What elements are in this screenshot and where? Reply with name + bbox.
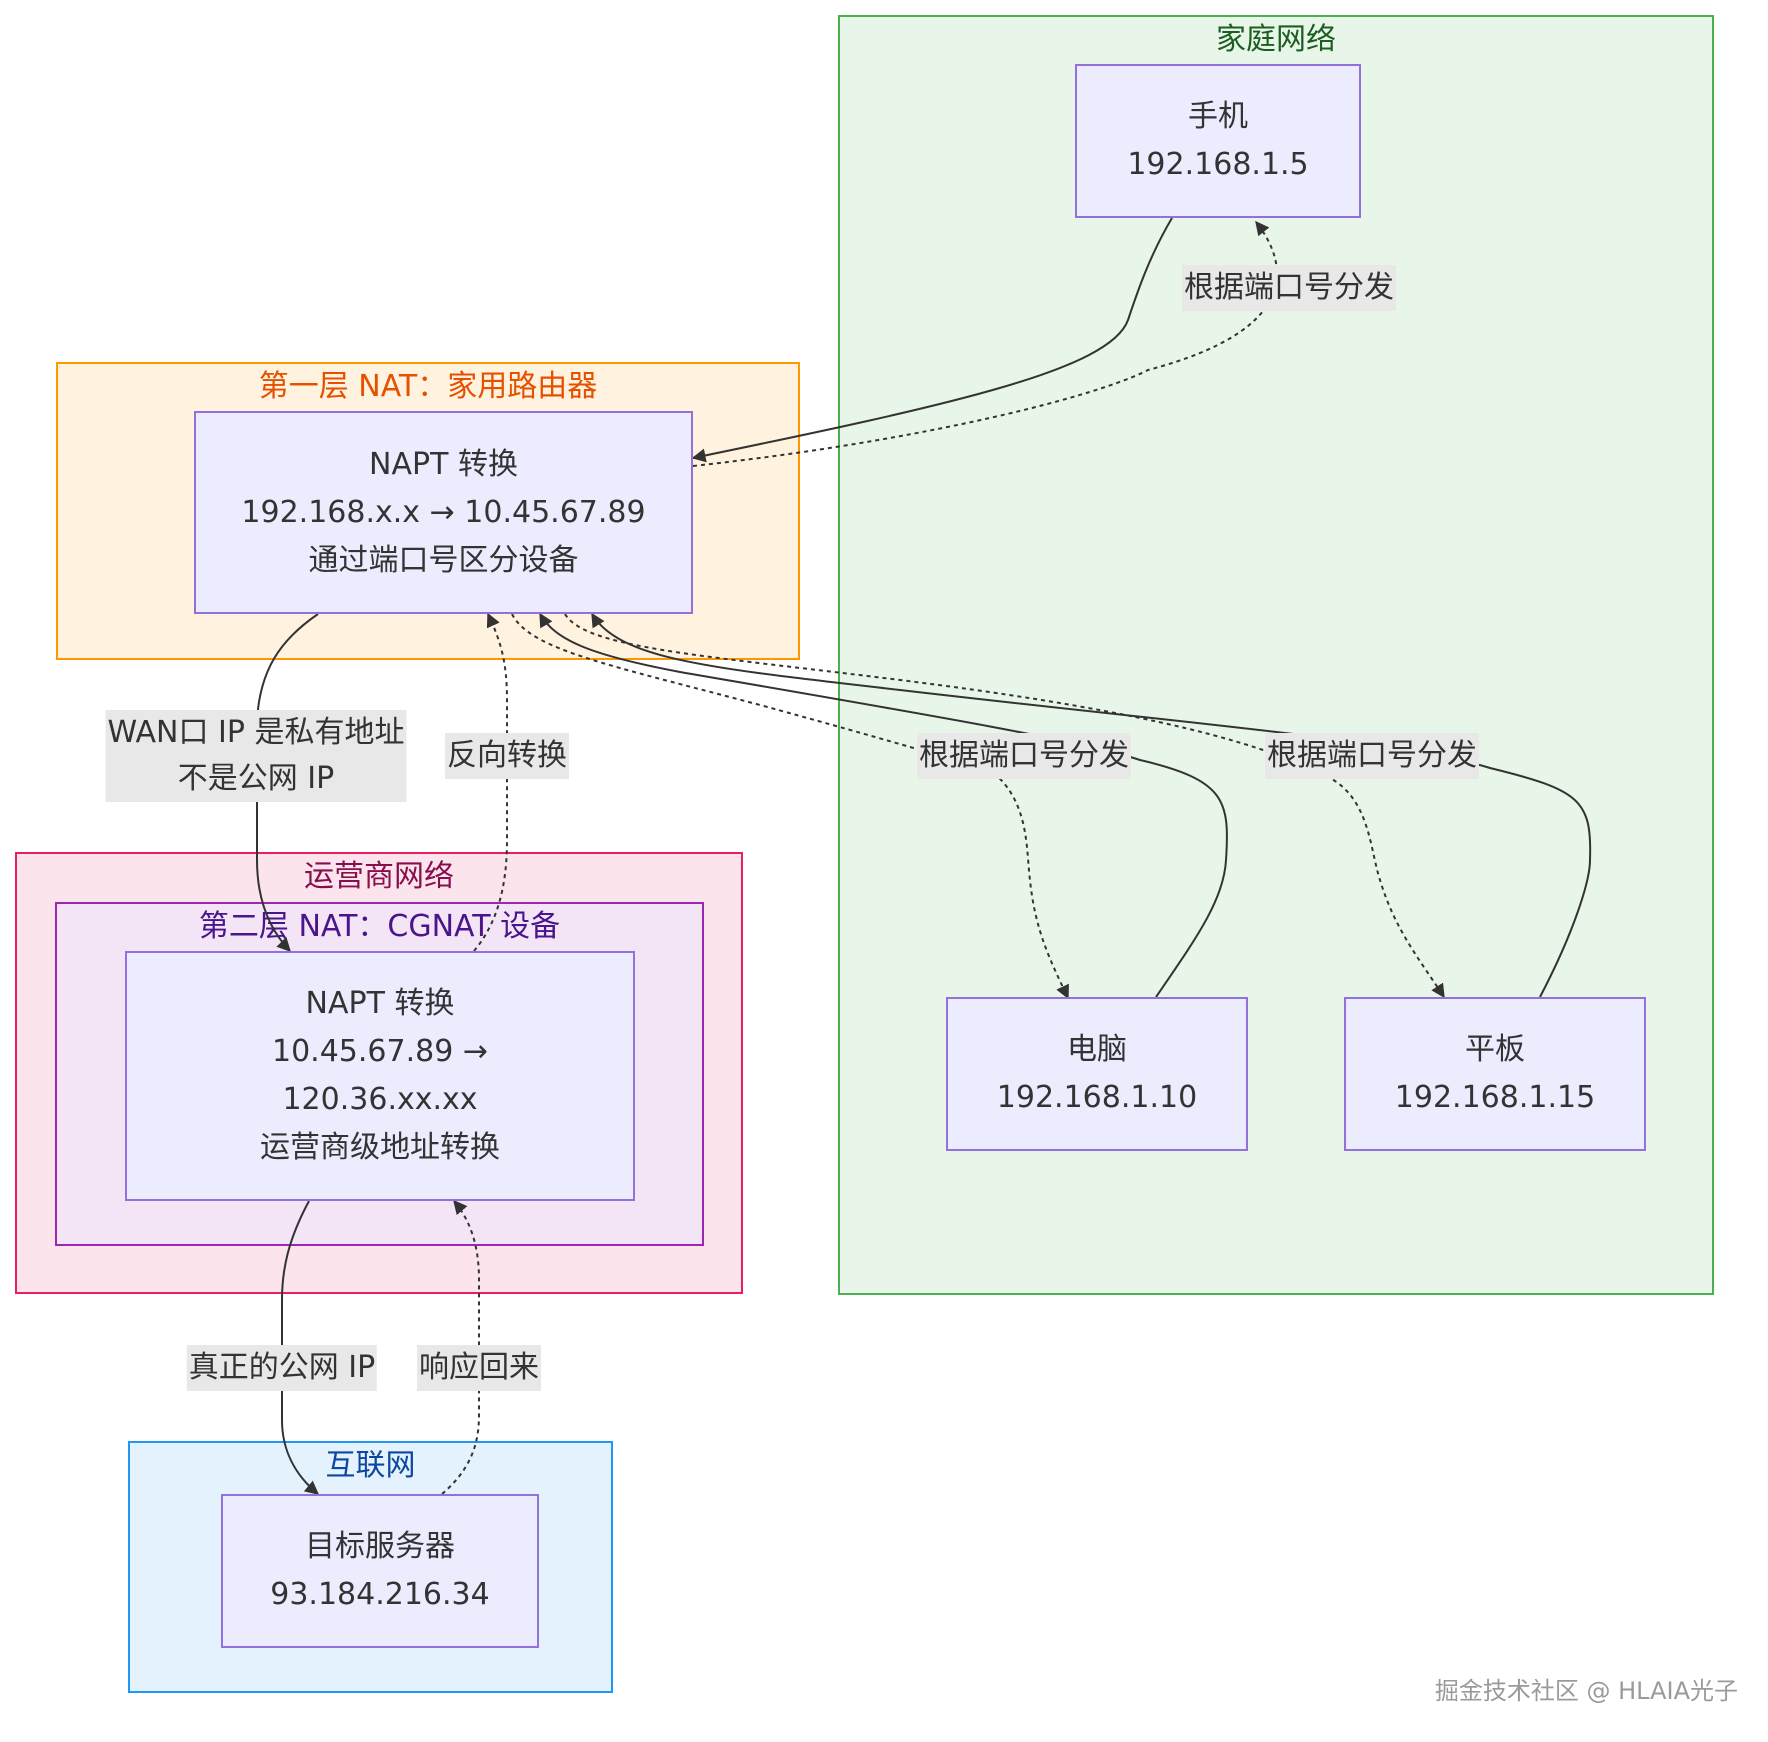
cluster-internet-title: 互联网 xyxy=(325,1448,416,1483)
node-tablet-name: 平板 xyxy=(1465,1032,1525,1067)
edge-pc-to-router xyxy=(539,612,1228,998)
edge-label-public-ip: 真正的公网 IP xyxy=(186,1345,378,1391)
edge-phone-to-router xyxy=(691,217,1173,463)
cluster-home-network-title: 家庭网络 xyxy=(1216,22,1336,57)
node-phone-name: 手机 xyxy=(1188,99,1248,134)
node-router-napt: NAPT 转换 192.168.x.x → 10.45.67.89 通过端口号区… xyxy=(194,411,693,614)
node-pc-name: 电脑 xyxy=(1067,1032,1127,1067)
edge-tablet-to-router xyxy=(591,612,1592,998)
edge-label-phone-dispatch: 根据端口号分发 xyxy=(1182,265,1396,311)
node-pc-ip: 192.168.1.10 xyxy=(996,1080,1198,1115)
edge-cgnat-to-server xyxy=(281,1200,320,1495)
edge-cgnat-to-router xyxy=(473,612,508,952)
watermark: 掘金技术社区 @ HLAIA光子 xyxy=(1434,1677,1738,1705)
edge-label-wan-line1: WAN口 IP 是私有地址 xyxy=(107,715,405,750)
edge-label-reverse: 反向转换 xyxy=(445,733,569,779)
node-cgnat-mapping-to: 120.36.xx.xx xyxy=(282,1082,478,1117)
edge-label-wan-private: WAN口 IP 是私有地址 不是公网 IP xyxy=(105,710,407,802)
edge-router-to-tablet xyxy=(564,613,1445,999)
node-server-name: 目标服务器 xyxy=(305,1529,455,1564)
edge-label-wan-line2: 不是公网 IP xyxy=(177,761,335,796)
edge-label-pc-dispatch: 根据端口号分发 xyxy=(917,733,1131,779)
node-pc: 电脑 192.168.1.10 xyxy=(946,997,1248,1151)
node-tablet-ip: 192.168.1.15 xyxy=(1394,1080,1596,1115)
node-phone-ip: 192.168.1.5 xyxy=(1127,147,1309,182)
node-cgnat-napt: NAPT 转换 10.45.67.89 → 120.36.xx.xx 运营商级地… xyxy=(125,951,635,1201)
node-target-server: 目标服务器 93.184.216.34 xyxy=(221,1494,539,1648)
cluster-nat-layer-1-title: 第一层 NAT：家用路由器 xyxy=(258,369,598,404)
cluster-nat-layer-2-title: 第二层 NAT：CGNAT 设备 xyxy=(198,909,561,944)
edge-router-to-pc xyxy=(511,613,1069,1000)
node-router-title: NAPT 转换 xyxy=(369,446,518,482)
node-cgnat-desc: 运营商级地址转换 xyxy=(260,1130,500,1165)
edge-router-to-phone xyxy=(692,220,1278,467)
node-router-mapping: 192.168.x.x → 10.45.67.89 xyxy=(241,494,646,530)
node-router-desc: 通过端口号区分设备 xyxy=(308,542,579,578)
node-phone: 手机 192.168.1.5 xyxy=(1075,64,1361,218)
node-cgnat-mapping-from: 10.45.67.89 → xyxy=(272,1034,488,1069)
node-server-ip: 93.184.216.34 xyxy=(270,1577,490,1612)
node-cgnat-title: NAPT 转换 xyxy=(305,986,455,1021)
edge-label-response: 响应回来 xyxy=(417,1345,541,1391)
cluster-isp-network-title: 运营商网络 xyxy=(304,859,454,894)
edge-label-tablet-dispatch: 根据端口号分发 xyxy=(1265,733,1479,779)
node-tablet: 平板 192.168.1.15 xyxy=(1344,997,1646,1151)
